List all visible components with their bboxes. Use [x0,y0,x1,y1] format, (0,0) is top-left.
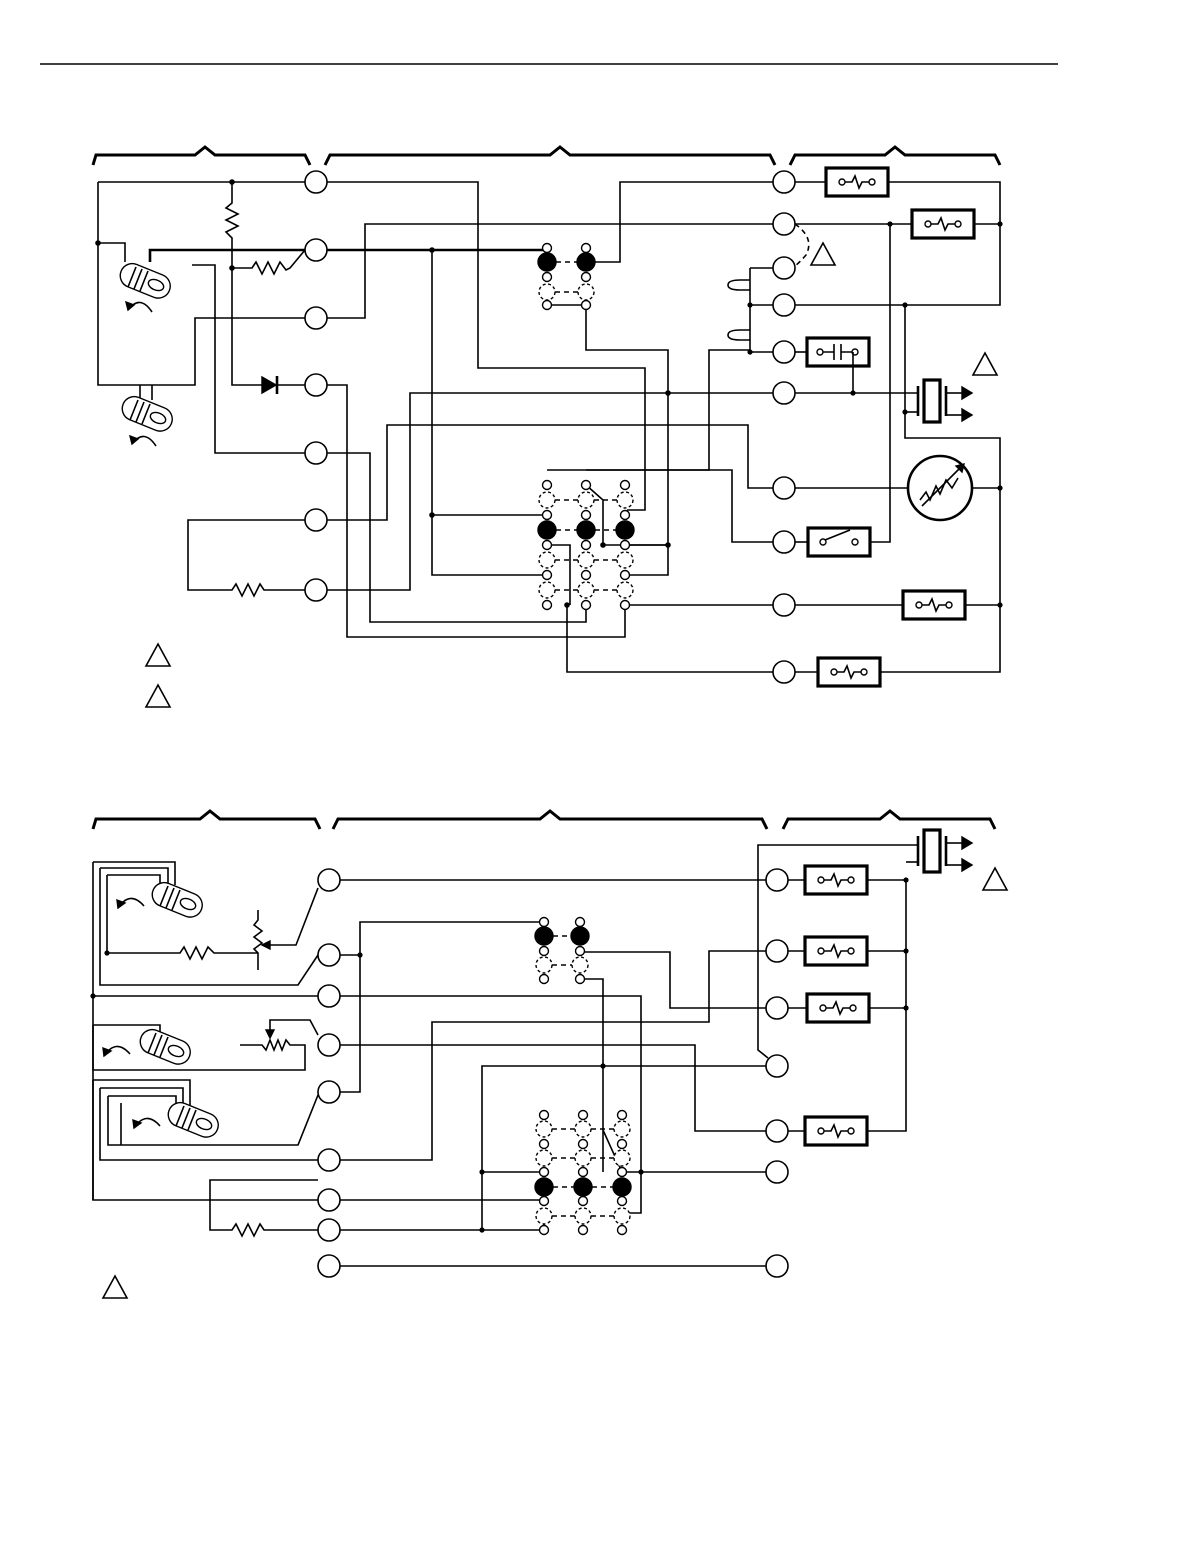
load-5 [805,866,867,894]
diagram-1 [93,147,1003,707]
brace-left-1 [93,147,310,165]
brace-right-1 [790,147,1000,165]
relay-contacts-d [535,1111,631,1235]
load-2 [912,210,974,238]
note-triangle-2 [146,685,170,707]
note-triangle-3 [103,1276,127,1298]
terminal-col-right-2 [766,869,788,1277]
brace-mid-1 [325,147,775,165]
load-4 [818,658,880,686]
mercury-switch-3 [149,879,206,921]
terminal-col-left-2 [318,869,340,1277]
mercury-switch-4 [137,1026,194,1068]
warning-triangle-2 [973,353,997,375]
load-8 [805,1117,867,1145]
note-triangle-1 [146,644,170,666]
load-1 [826,168,888,196]
terminal-col-left-1 [305,171,327,601]
diagram-2 [90,811,1007,1298]
motor-symbol-1 [902,380,972,422]
terminal-col-right-1 [773,171,795,683]
load-6 [805,937,867,965]
mercury-switch-5 [165,1099,222,1141]
lamp-bulbs [728,268,773,355]
brace-mid-2 [333,811,767,829]
brace-left-2 [93,811,320,829]
warning-triangle-1 [811,243,835,265]
motor-symbol-2 [906,830,972,872]
load-7 [807,994,869,1022]
brace-right-2 [783,811,995,829]
warning-triangle-3 [983,868,1007,890]
mercury-switch-1 [117,260,174,302]
relay-contacts-c [535,918,589,984]
mercury-switch-2 [119,393,176,435]
load-3 [903,591,965,619]
relay-contacts-a [538,244,595,310]
